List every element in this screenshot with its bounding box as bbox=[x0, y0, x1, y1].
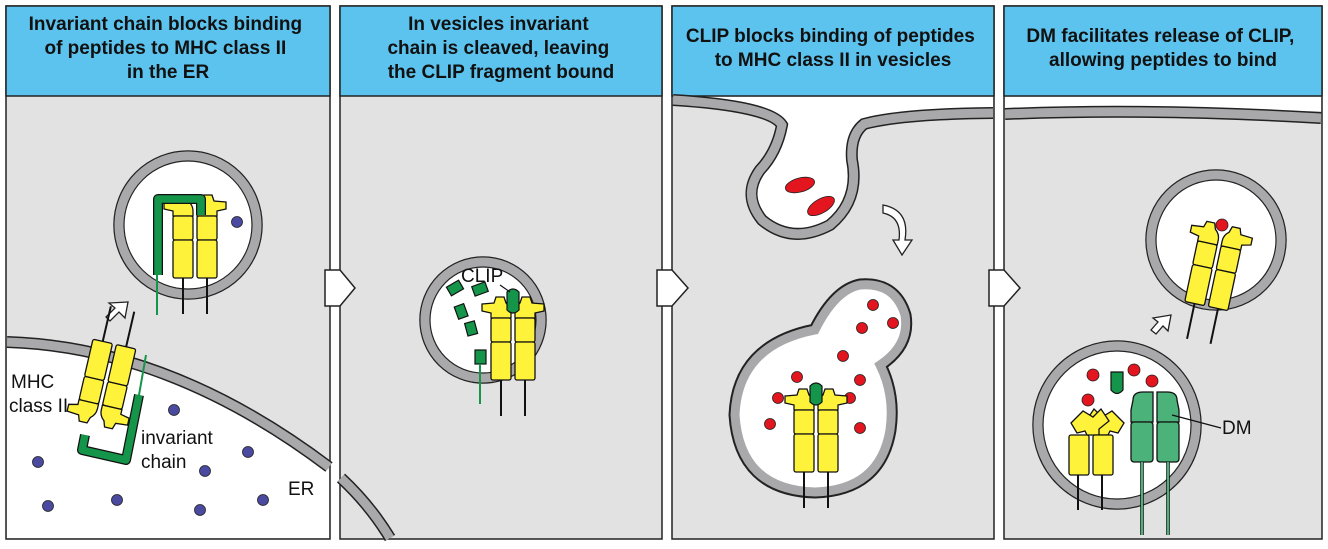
er-label: ER bbox=[288, 479, 314, 500]
panel-2-header: In vesicles invariant chain is cleaved, … bbox=[387, 14, 614, 83]
peptides-in-vesicle bbox=[764, 299, 899, 434]
mhc-with-clip bbox=[482, 288, 544, 416]
plasma-membrane bbox=[1004, 97, 1322, 124]
invariant-chain-label: invariant chain bbox=[141, 428, 218, 473]
empty-mhc-class-ii bbox=[1068, 408, 1125, 510]
released-peptides bbox=[1081, 363, 1159, 407]
dm-label: DM bbox=[1222, 418, 1252, 439]
peptides-extracellular bbox=[784, 176, 835, 217]
curved-arrow-icon bbox=[882, 204, 914, 257]
mhc-with-clip-vesicle bbox=[785, 382, 847, 508]
panel-3-header: CLIP blocks binding of peptides to MHC c… bbox=[686, 26, 980, 71]
mhc-class-ii-label: MHC class II bbox=[9, 372, 68, 417]
plasma-membrane-invagination bbox=[672, 94, 994, 240]
cleaved-invariant-fragments bbox=[445, 279, 490, 404]
mhc-class-ii-in-vesicle bbox=[153, 194, 243, 315]
up-arrow-icon bbox=[1150, 314, 1172, 335]
panel-1-header: Invariant chain blocks binding of peptid… bbox=[29, 14, 308, 83]
panel-3 bbox=[671, 5, 995, 540]
clip-label: CLIP bbox=[461, 266, 503, 287]
mhc-class-ii-in-er bbox=[66, 302, 153, 465]
panel-4-header: DM facilitates release of CLIP, allowing… bbox=[1026, 26, 1299, 71]
er-dots bbox=[32, 404, 269, 516]
released-clip bbox=[1110, 371, 1124, 395]
chevron-arrow-icon bbox=[324, 269, 1022, 307]
vesicle-peptide-loaded bbox=[1145, 169, 1287, 348]
